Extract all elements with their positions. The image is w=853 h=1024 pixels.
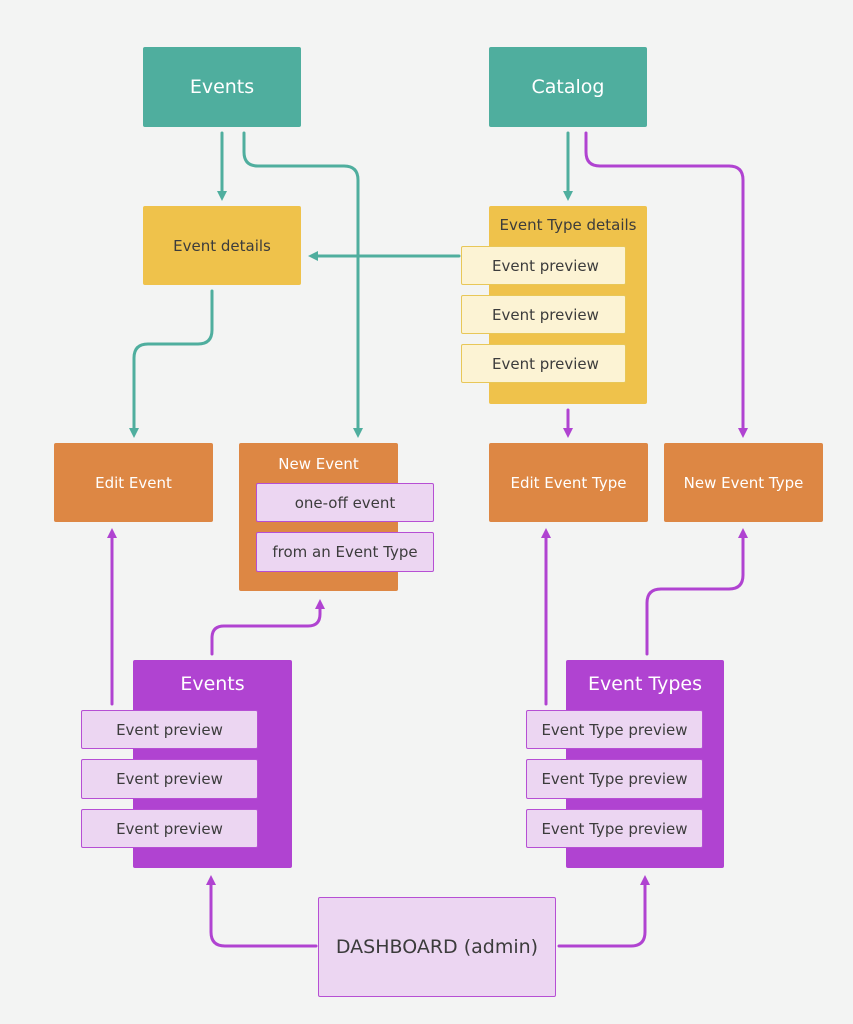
option-label: from an Event Type (272, 543, 418, 561)
event-type-details-preview[interactable]: Event preview (461, 246, 626, 285)
event-details-node[interactable]: Event details (143, 206, 301, 285)
arrow-events-list-to-new-event (210, 599, 325, 656)
events-list-title: Events (180, 673, 245, 695)
new-event-option[interactable]: from an Event Type (256, 532, 434, 572)
preview-label: Event preview (492, 305, 599, 324)
event-type-details-preview[interactable]: Event preview (461, 295, 626, 334)
arrow-catalog-to-new-event-type (584, 131, 748, 438)
event-type-preview-item[interactable]: Event Type preview (526, 710, 703, 749)
preview-label: Event preview (116, 720, 223, 739)
arrow-events-to-new-event (242, 131, 363, 438)
catalog-top-node[interactable]: Catalog (489, 47, 647, 127)
new-event-type-label: New Event Type (683, 473, 804, 492)
edit-event-label: Edit Event (95, 473, 172, 492)
preview-label: Event Type preview (541, 819, 688, 838)
event-preview-item[interactable]: Event preview (81, 809, 258, 848)
preview-label: Event preview (116, 770, 223, 788)
edit-event-type-label: Edit Event Type (510, 473, 627, 492)
dashboard-label: DASHBOARD (admin) (335, 936, 539, 958)
event-details-label: Event details (173, 236, 271, 255)
preview-label: Event preview (116, 819, 223, 838)
arrow-dashboard-to-event-types-list (557, 875, 650, 948)
new-event-option[interactable]: one-off event (256, 483, 434, 522)
option-label: one-off event (294, 493, 396, 512)
catalog-top-label: Catalog (531, 76, 605, 98)
event-type-preview-item[interactable]: Event Type preview (526, 759, 703, 799)
events-top-label: Events (189, 76, 255, 98)
dashboard-node[interactable]: DASHBOARD (admin) (318, 897, 556, 997)
event-types-list-title: Event Types (587, 673, 702, 695)
arrow-event-types-list-to-new-event-type (645, 528, 748, 656)
arrow-dashboard-to-events-list (206, 875, 318, 948)
new-event-title: New Event (278, 455, 359, 473)
event-preview-item[interactable]: Event preview (81, 759, 258, 799)
new-event-type-node[interactable]: New Event Type (664, 443, 823, 522)
event-preview-item[interactable]: Event preview (81, 710, 258, 749)
preview-label: Event Type preview (541, 720, 688, 739)
edit-event-type-node[interactable]: Edit Event Type (489, 443, 648, 522)
preview-label: Event preview (492, 354, 599, 373)
preview-label: Event Type preview (541, 770, 688, 788)
preview-label: Event preview (492, 256, 599, 275)
edit-event-node[interactable]: Edit Event (54, 443, 213, 522)
event-type-details-title: Event Type details (499, 216, 637, 234)
events-top-node[interactable]: Events (143, 47, 301, 127)
event-type-details-preview[interactable]: Event preview (461, 344, 626, 383)
event-type-preview-item[interactable]: Event Type preview (526, 809, 703, 848)
arrow-event-details-to-edit-event (129, 289, 214, 438)
